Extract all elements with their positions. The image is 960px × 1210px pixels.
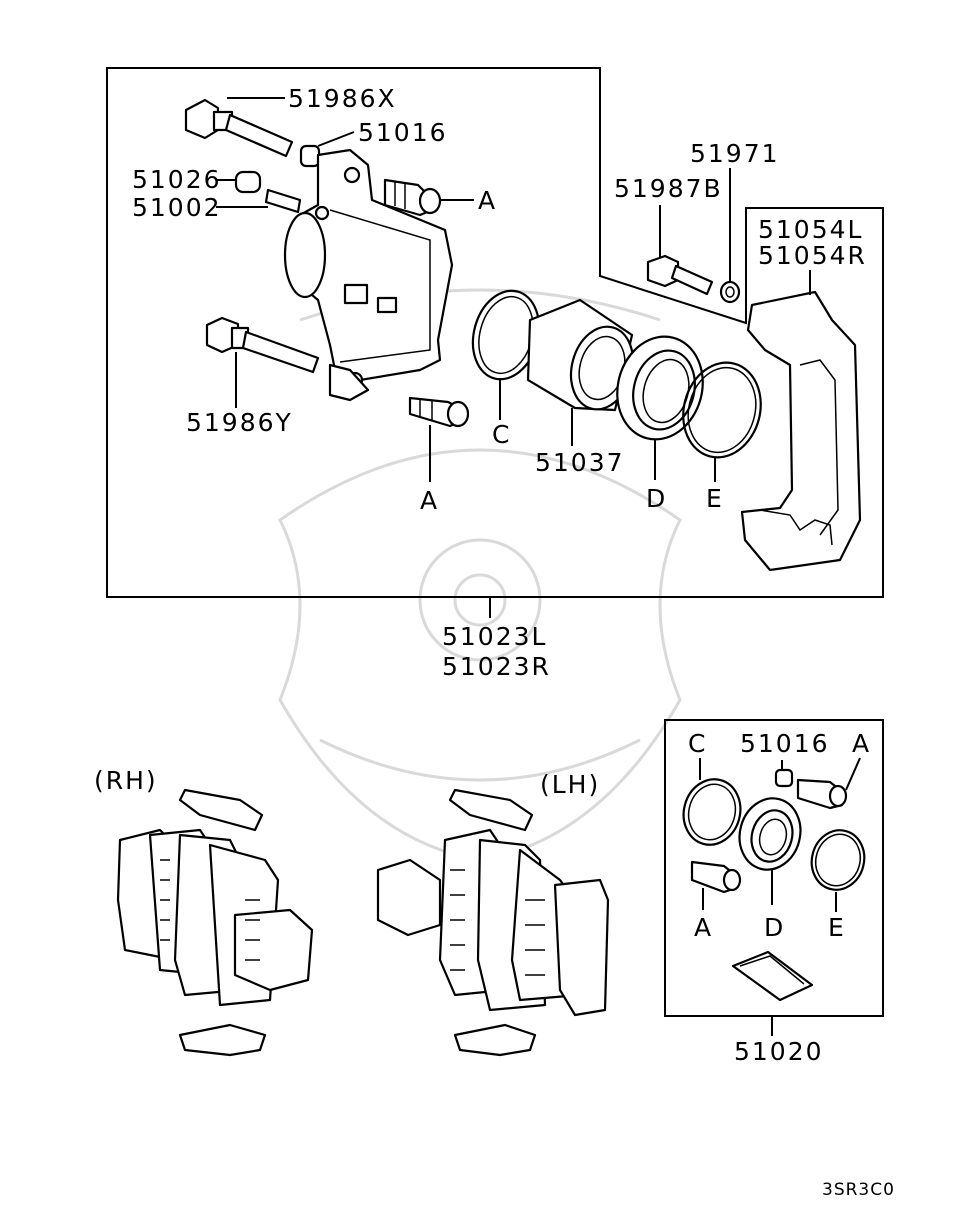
label-ring-c: C — [492, 420, 512, 449]
boot-a-top-part — [383, 178, 474, 217]
bleeder-part — [216, 170, 302, 214]
label-bleeder-cap: 51026 — [132, 165, 222, 194]
label-bleeder-screw: 51002 — [132, 193, 222, 222]
label-assembly-l: 51023L — [442, 622, 548, 651]
label-kit-ring-e: E — [828, 913, 846, 942]
label-kit-bushing: 51016 — [740, 729, 830, 758]
label-guide-bolt-y: 51986Y — [186, 408, 293, 437]
caliper-bracket-part — [740, 270, 862, 572]
bushing-top-part — [299, 131, 355, 168]
label-bushing: 51016 — [358, 118, 448, 147]
rh-pad-set-part — [116, 788, 314, 1057]
label-boot-a-bottom: A — [420, 486, 440, 515]
label-bracket-l: 51054L — [758, 215, 864, 244]
label-guide-bolt-x: 51986X — [288, 84, 397, 113]
label-seal-kit: 51020 — [734, 1037, 824, 1066]
diagram-code: 3SR3C0 — [822, 1180, 895, 1200]
piston-part — [526, 298, 635, 446]
watermark-emblem — [278, 288, 682, 862]
seal-kit-frame — [664, 719, 884, 1017]
label-rh: (RH) — [94, 766, 158, 795]
boot-a-bottom-part — [408, 396, 470, 482]
label-washer: 51971 — [690, 139, 780, 168]
guide-bolt-y-part — [205, 316, 320, 408]
caliper-body-part — [283, 148, 454, 402]
label-bracket-r: 51054R — [758, 241, 867, 270]
label-assembly-r: 51023R — [442, 652, 551, 681]
label-piston: 51037 — [535, 448, 625, 477]
label-seal-d: D — [646, 484, 668, 513]
bracket-bolt-part — [646, 168, 741, 304]
label-boot-a-top: A — [478, 186, 498, 215]
label-bracket-bolt: 51987B — [614, 174, 723, 203]
lh-pad-set-part — [376, 788, 610, 1057]
label-ring-e: E — [706, 484, 724, 513]
seal-kit-parts — [682, 757, 866, 1002]
label-kit-ring-c: C — [688, 729, 708, 758]
label-kit-seal-d: D — [764, 913, 786, 942]
guide-bolt-x-part — [184, 97, 294, 158]
label-kit-boot-a-bottom: A — [694, 913, 714, 942]
label-lh: (LH) — [540, 770, 601, 799]
label-kit-boot-a-top: A — [852, 729, 872, 758]
ring-e-part — [682, 361, 762, 482]
assembly-frame — [106, 67, 884, 598]
